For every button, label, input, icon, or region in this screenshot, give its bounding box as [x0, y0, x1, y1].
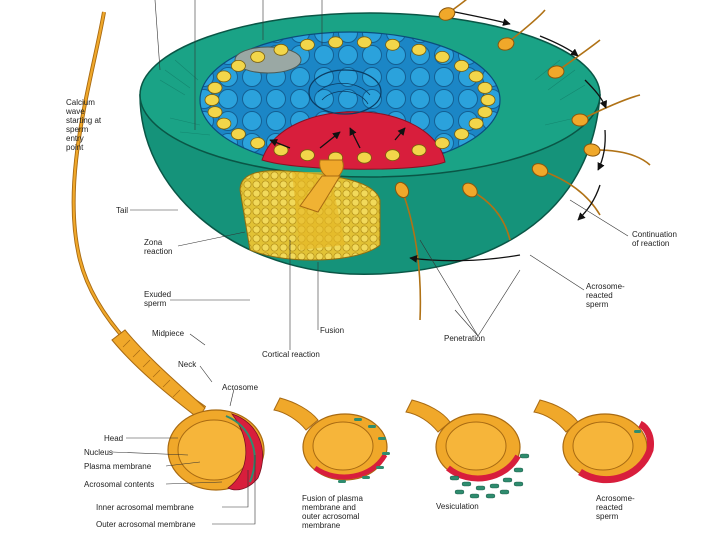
- cortical-vesicle: [454, 60, 470, 72]
- label-plasma-membrane: Plasma membrane: [84, 462, 152, 471]
- sperm-icon: [394, 181, 410, 199]
- cortical-vesicle: [356, 151, 372, 164]
- cortical-vesicle: [385, 149, 401, 162]
- cortical-vesicle: [250, 51, 266, 63]
- cortical-vesicle: [207, 106, 223, 118]
- sperm-icon: [583, 143, 601, 157]
- cortical-vesicle: [468, 70, 484, 83]
- flow-arrows: [269, 11, 608, 263]
- label-head: Head: [104, 434, 124, 443]
- label-acrosome: Acrosome: [222, 383, 259, 392]
- sperm-tail: [579, 94, 641, 121]
- cortical-vesicle: [207, 82, 223, 94]
- arrow-icon: [597, 129, 606, 171]
- label-acrosomal-contents: Acrosomal contents: [84, 480, 155, 489]
- cortical-vesicle: [273, 43, 289, 56]
- cortical-vesicle: [468, 117, 484, 130]
- sperm-icon: [571, 113, 589, 127]
- arrow-icon: [319, 131, 341, 149]
- label-calcium-wave: Calcium wave starting at sperm entry poi…: [66, 98, 102, 152]
- cortical-vesicle: [477, 82, 493, 94]
- label-fusion: Fusion: [320, 326, 345, 335]
- leader-lines: [111, 0, 629, 525]
- cortical-vesicle: [356, 36, 372, 49]
- cortical-vesicle: [230, 60, 246, 72]
- label-midpiece: Midpiece: [152, 329, 185, 338]
- cortical-vesicle: [230, 128, 246, 141]
- cortical-vesicle: [216, 117, 232, 130]
- cortical-vesicle: [411, 43, 427, 56]
- acrosome-reaction-stage-1: [273, 397, 390, 483]
- midpiece: [111, 329, 206, 419]
- label-nucleus: Nucleus: [84, 448, 113, 457]
- label-zona-reaction: Zona reaction: [144, 238, 173, 256]
- sperm-icon: [497, 37, 515, 51]
- arrow-icon: [349, 127, 361, 149]
- cortical-vesicle: [216, 70, 232, 83]
- label-vesiculation: Vesiculation: [436, 502, 479, 511]
- arrow-icon: [269, 138, 291, 149]
- large-sperm: [71, 11, 265, 491]
- egg-nucleus: [308, 69, 382, 115]
- sperm-group-right: [394, 0, 651, 321]
- label-fusion-of-plasma-membrane: Fusion of plasma membrane and outer acro…: [302, 494, 363, 530]
- sperm-icon: [531, 163, 549, 177]
- label-exuded-sperm: Exuded sperm: [144, 290, 172, 308]
- cortical-vesicle: [434, 137, 450, 150]
- cortical-vesicle: [250, 137, 266, 150]
- sperm-icon: [462, 182, 478, 198]
- label-acrosome-reacted-bottom: Acrosome- reacted sperm: [596, 494, 635, 521]
- cortical-vesicle: [480, 94, 496, 106]
- cortical-vesicle: [434, 51, 450, 63]
- arrow-icon: [584, 79, 608, 109]
- sperm-icon: [547, 65, 565, 79]
- cortical-vesicle: [454, 128, 470, 141]
- large-sperm-nucleus: [177, 419, 251, 481]
- label-inner-acrosomal-membrane: Inner acrosomal membrane: [96, 503, 194, 512]
- cortical-vesicle: [299, 149, 315, 162]
- cortical-vesicle: [411, 144, 427, 157]
- egg: [139, 12, 601, 275]
- sperm-icon: [438, 7, 456, 21]
- arrow-icon: [454, 11, 511, 26]
- arrow-icon: [394, 127, 406, 141]
- arrow-icon: [409, 254, 521, 263]
- polar-body: [234, 46, 302, 74]
- cortical-vesicle: [299, 38, 315, 51]
- label-neck: Neck: [178, 360, 197, 369]
- label-tail: Tail: [116, 206, 129, 215]
- cortical-vesicle: [204, 94, 220, 106]
- cortical-vesicle: [477, 106, 493, 118]
- label-continuation: Continuation of reaction: [632, 230, 677, 248]
- label-cortical-reaction: Cortical reaction: [262, 350, 320, 359]
- sperm-tail: [401, 189, 422, 321]
- label-acrosome-reacted-sperm: Acrosome- reacted sperm: [586, 282, 625, 309]
- cortical-vesicle: [385, 38, 401, 51]
- arrow-icon: [539, 35, 579, 57]
- cortical-vesicle: [328, 36, 344, 49]
- label-penetration: Penetration: [444, 334, 485, 343]
- acrosome-reaction-stage-3: [533, 399, 654, 484]
- label-outer-acrosomal-membrane: Outer acrosomal membrane: [96, 520, 196, 529]
- acrosome-reaction-stage-2: [405, 399, 530, 499]
- arrow-icon: [577, 184, 601, 221]
